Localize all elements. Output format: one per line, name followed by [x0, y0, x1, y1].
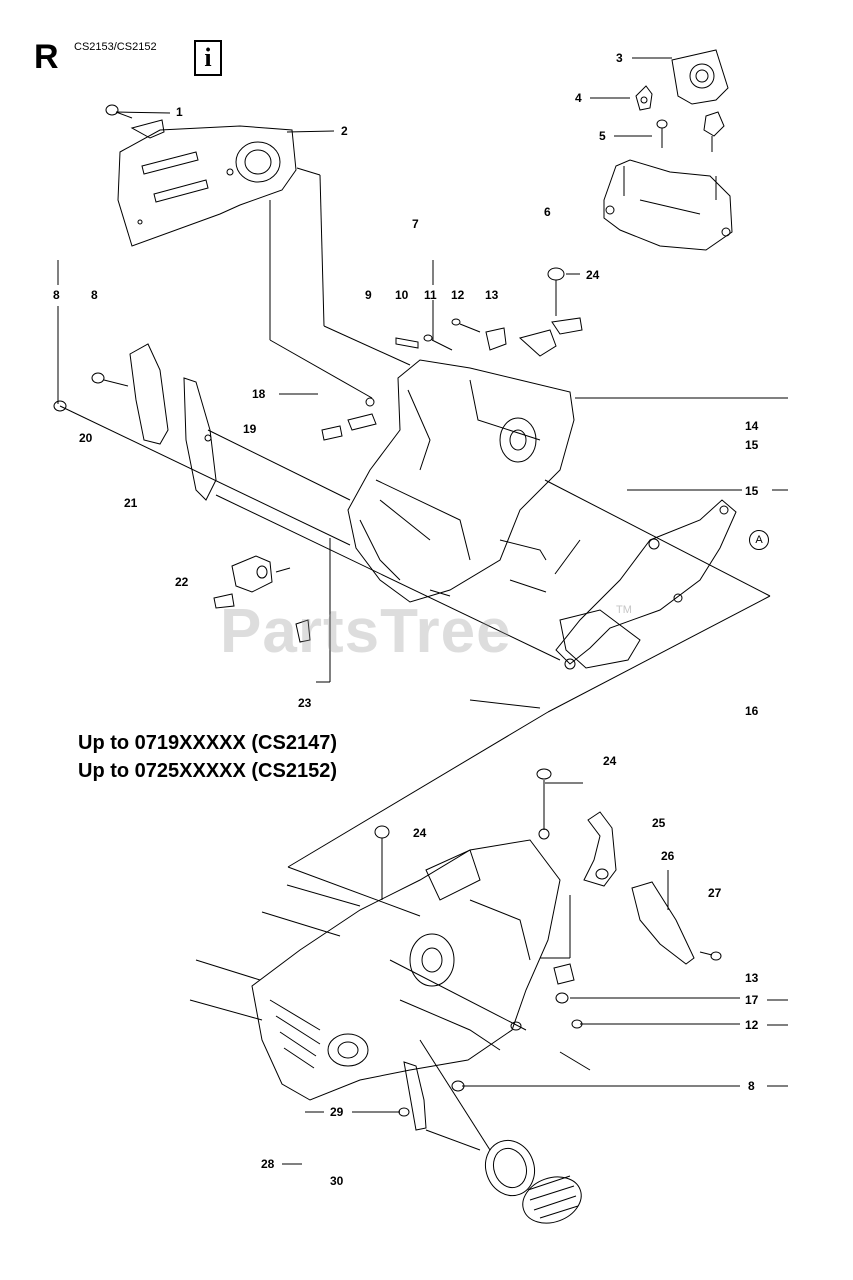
part-label-18[interactable]: 18: [252, 387, 266, 401]
part-label-22[interactable]: 22: [175, 575, 189, 589]
part-label-13b[interactable]: 13: [745, 971, 759, 985]
part-label-26[interactable]: 26: [661, 849, 675, 863]
part-label-24c[interactable]: 24: [413, 826, 427, 840]
parts-10-13-small-hardware: [395, 317, 583, 357]
section-letter: R: [34, 38, 59, 76]
part-label-8b[interactable]: 8: [91, 288, 98, 302]
part-label-19[interactable]: 19: [243, 422, 257, 436]
part-label-5[interactable]: 5: [599, 129, 606, 143]
part-15-gasket: [555, 499, 737, 670]
part-label-3[interactable]: 3: [616, 51, 623, 65]
part-22-switch: [213, 555, 291, 609]
crankcase-upper: [347, 359, 575, 603]
crankcase-lower: [251, 839, 561, 1101]
part-label-14[interactable]: 14: [745, 419, 759, 433]
watermark: PartsTree: [220, 597, 512, 666]
part-20-plate: [53, 343, 169, 445]
part-label-17[interactable]: 17: [745, 993, 759, 1007]
part-4-clip: [635, 85, 653, 111]
model-numbers: CS2153/CS2152: [74, 41, 157, 53]
part-label-8a[interactable]: 8: [53, 288, 60, 302]
part-label-27[interactable]: 27: [708, 886, 722, 900]
part-label-24b[interactable]: 24: [603, 754, 617, 768]
part-29-tether: [398, 1061, 427, 1131]
part-label-9[interactable]: 9: [365, 288, 372, 302]
part-label-11[interactable]: 11: [424, 288, 437, 302]
part-28-seal: [484, 1139, 536, 1197]
leader-lines: [57, 57, 788, 1165]
part-label-15b[interactable]: 15: [745, 484, 759, 498]
lower-small-hardware: [451, 963, 583, 1092]
part-25-chain-catcher: [583, 811, 617, 887]
part-label-23[interactable]: 23: [298, 696, 312, 710]
part-26-plate: [631, 881, 722, 965]
reference-marker-a: A: [749, 530, 769, 550]
part-label-6[interactable]: 6: [544, 205, 551, 219]
part-label-7[interactable]: 7: [412, 217, 419, 231]
part-label-8c[interactable]: 8: [748, 1079, 755, 1093]
part-label-13a[interactable]: 13: [485, 288, 499, 302]
part-3-filter: [671, 49, 729, 105]
part-label-15a[interactable]: 15: [745, 438, 759, 452]
watermark-tm: TM: [616, 604, 632, 616]
info-wrench-icon[interactable]: i: [194, 40, 222, 76]
part-1-screw: [105, 104, 165, 139]
part-2-guide-plate: [117, 125, 297, 247]
part-label-1[interactable]: 1: [176, 105, 183, 119]
part-label-29[interactable]: 29: [330, 1105, 344, 1119]
part-label-21[interactable]: 21: [124, 496, 138, 510]
part-5-screw: [656, 111, 725, 152]
serial-note-1: Up to 0719XXXXX (CS2147): [78, 732, 337, 754]
part-21-plate: [183, 377, 217, 501]
part-16-gasket-bottom: [429, 539, 641, 669]
part-30-cap: [522, 1175, 582, 1224]
part-label-12a[interactable]: 12: [451, 288, 465, 302]
part-24-screws-lower: [374, 768, 552, 900]
part-label-20[interactable]: 20: [79, 431, 93, 445]
serial-note-2: Up to 0725XXXXX (CS2152): [78, 760, 337, 782]
part-label-10[interactable]: 10: [395, 288, 409, 302]
part-label-4[interactable]: 4: [575, 91, 582, 105]
part-label-12b[interactable]: 12: [745, 1018, 759, 1032]
part-label-30[interactable]: 30: [330, 1174, 344, 1188]
part-label-2[interactable]: 2: [341, 124, 348, 138]
construction-lines: [59, 167, 771, 1151]
part-24-screw-top: [547, 267, 565, 316]
part-23-clip: [295, 619, 311, 643]
part-label-25[interactable]: 25: [652, 816, 666, 830]
parts-18-19-pins: [321, 397, 377, 441]
part-6-carburetor-base: [603, 159, 733, 251]
part-label-28[interactable]: 28: [261, 1157, 275, 1171]
part-label-24a[interactable]: 24: [586, 268, 600, 282]
part-label-16[interactable]: 16: [745, 704, 759, 718]
